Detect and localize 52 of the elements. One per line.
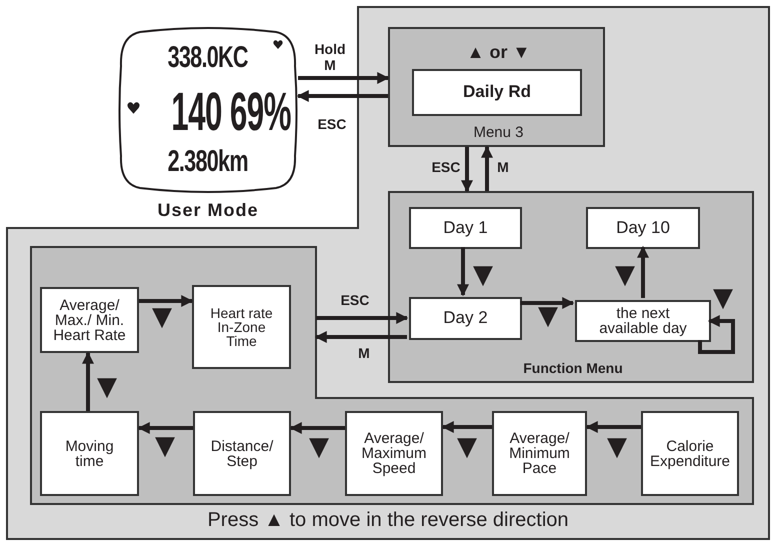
lcd-readout: 2.380km — [168, 144, 248, 180]
submenu-panel — [30, 246, 754, 505]
lcd-readout: 338.0KC — [168, 40, 248, 76]
item-label: Average/ Max./ Min. Heart Rate — [52, 298, 127, 342]
menu-item-box — [586, 207, 700, 249]
item-label: Day 10 — [615, 218, 671, 238]
item-label: Distance/ Step — [210, 438, 274, 468]
menu-panel — [388, 27, 605, 147]
panel-heading: ▲ or ▼ — [466, 42, 530, 62]
key-symbol: ▼ — [151, 304, 173, 330]
edge-label: M — [496, 159, 510, 176]
item-label: Heart rate In-Zone Time — [209, 306, 274, 348]
mode-title: User Mode — [157, 199, 259, 222]
key-symbol: ▼ — [456, 434, 478, 460]
edge-label: ESC — [430, 159, 462, 176]
item-label: Daily Rd — [462, 82, 532, 103]
menu-item-box — [40, 411, 139, 496]
panel-caption: Menu 3 — [473, 124, 524, 141]
key-symbol: ▼ — [96, 374, 118, 400]
key-symbol: ▼ — [606, 434, 628, 460]
menu-item-box — [409, 297, 522, 340]
key-symbol: ▼ — [614, 262, 636, 288]
menu-item-box — [492, 411, 587, 496]
menu-item-box — [40, 287, 139, 353]
key-symbol: ▼ — [537, 303, 559, 329]
menu-item-box — [641, 411, 739, 496]
item-label: Day 2 — [442, 308, 489, 329]
key-symbol: ▼ — [712, 285, 734, 311]
edge-label: Hold M — [313, 41, 347, 74]
key-symbol: ▼ — [472, 262, 494, 288]
item-label: the next available day — [598, 306, 688, 336]
menu-item-box — [193, 411, 291, 496]
item-label: Average/ Maximum Speed — [360, 431, 428, 476]
key-symbol: ▼ — [308, 434, 330, 460]
panel-heading: Function Menu — [523, 360, 623, 376]
item-label: Day 1 — [442, 218, 489, 238]
menu-panel — [388, 191, 754, 383]
menu-item-box — [192, 285, 291, 369]
menu-item-box — [575, 300, 711, 342]
menu-item-box — [409, 207, 522, 249]
edge-label: ESC — [340, 292, 370, 308]
menu-panel — [6, 6, 770, 540]
note-text: Press ▲ to move in the reverse direction — [207, 509, 569, 531]
item-label: Calorie Expenditure — [648, 438, 732, 468]
item-label: Average/ Minimum Pace — [508, 431, 571, 476]
lcd-readout: 140 69% — [171, 82, 291, 142]
item-label: Moving time — [64, 438, 115, 468]
key-symbol: ▼ — [154, 433, 176, 459]
edge-label: ESC — [316, 116, 348, 132]
menu-item-box — [412, 69, 582, 116]
menu-item-box — [345, 411, 443, 496]
edge-label: M — [357, 345, 371, 362]
